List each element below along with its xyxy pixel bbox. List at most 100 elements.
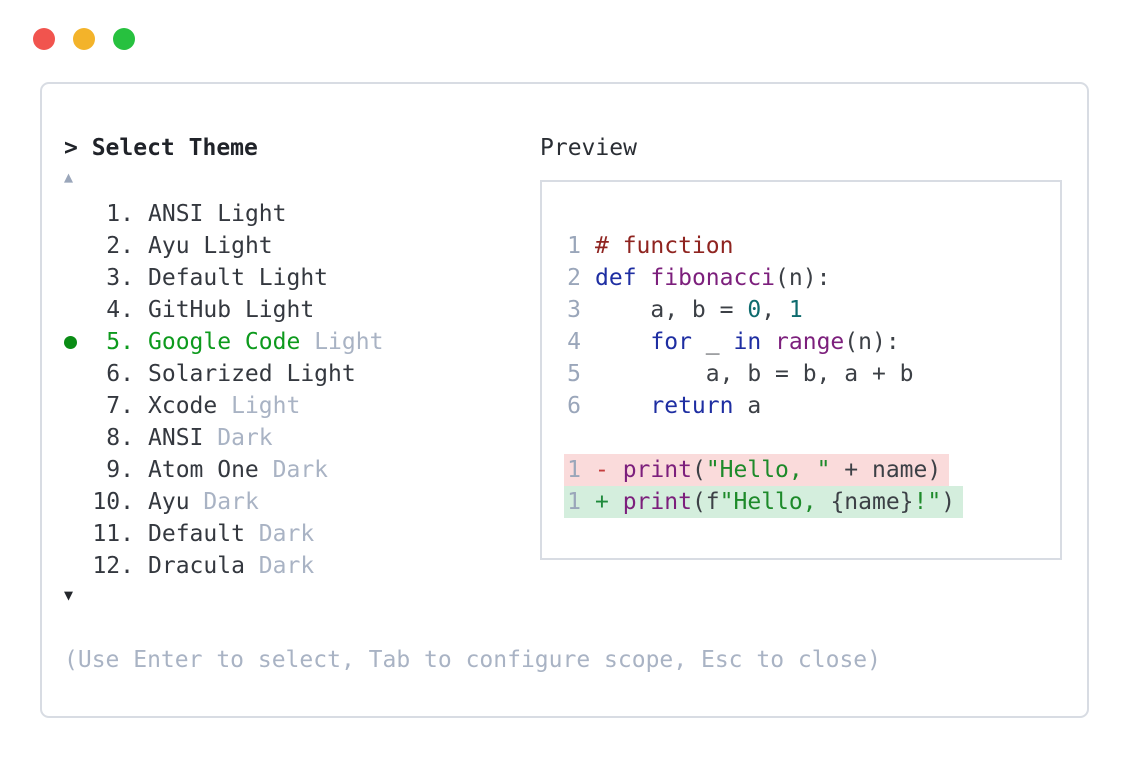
theme-number: 11. — [92, 521, 134, 547]
theme-name: Atom One — [148, 457, 259, 483]
theme-variant: Dark — [272, 457, 329, 483]
theme-name: Solarized — [148, 361, 273, 387]
code-token-function: print — [622, 489, 692, 515]
theme-name: Ayu — [148, 489, 190, 515]
spacer — [231, 294, 245, 326]
theme-option-default-dark[interactable]: 11. Default Dark — [64, 518, 540, 550]
diff-highlight-addition: 1+ print(f"Hello, {name}!") — [564, 486, 964, 518]
code-token-keyword: for — [650, 329, 692, 355]
scroll-down-icon[interactable]: ▼ — [64, 586, 74, 604]
zoom-window-icon[interactable] — [113, 28, 135, 50]
theme-option-ansi-light[interactable]: 1.ANSI Light — [64, 198, 540, 230]
theme-option-ayu-dark[interactable]: 10.Ayu Dark — [64, 486, 540, 518]
spacer — [245, 518, 259, 550]
code-token-function: print — [622, 457, 692, 483]
code-line: 3 a, b = 0, 1 — [567, 294, 1060, 326]
line-number: 4 — [567, 329, 581, 355]
scroll-up-icon[interactable]: ▲ — [64, 168, 74, 186]
theme-variant: Dark — [258, 553, 315, 579]
theme-list-column: > Select Theme ▲ 1.ANSI Light 2.Ayu Ligh… — [64, 132, 540, 608]
line-number: 1 — [567, 233, 581, 259]
line-number: 3 — [567, 297, 581, 323]
close-window-icon[interactable] — [33, 28, 55, 50]
theme-option-solarized-light[interactable]: 6. Solarized Light — [64, 358, 540, 390]
code-token-function: fibonacci — [650, 265, 776, 291]
theme-variant: Dark — [217, 425, 273, 451]
code-token-plain: (n): — [775, 265, 831, 291]
code-token-plain: ) — [941, 489, 956, 515]
theme-name: Default — [148, 521, 245, 547]
theme-number: 6. — [92, 361, 134, 387]
code-token-plain: a — [733, 393, 762, 419]
theme-variant: Light — [244, 297, 315, 323]
selected-bullet-icon — [64, 335, 77, 349]
theme-variant: Dark — [258, 521, 315, 547]
spacer — [259, 454, 273, 486]
line-number: 6 — [567, 393, 581, 419]
blank-line — [567, 422, 1060, 454]
code-token-plain: {name} — [830, 489, 914, 515]
theme-option-github-light[interactable]: 4. GitHub Light — [64, 294, 540, 326]
theme-number: 2. — [92, 233, 134, 259]
theme-number: 5. — [92, 329, 134, 355]
theme-option-xcode-light[interactable]: 7. Xcode Light — [64, 390, 540, 422]
minimize-window-icon[interactable] — [73, 28, 95, 50]
code-line: 5 a, b = b, a + b — [567, 358, 1060, 390]
theme-number: 4. — [92, 297, 134, 323]
theme-option-dracula-dark[interactable]: 12. Dracula Dark — [64, 550, 540, 582]
theme-option-ansi-dark[interactable]: 8. ANSI Dark — [64, 422, 540, 454]
theme-name: ANSI — [148, 425, 204, 451]
theme-option-default-light[interactable]: 3. Default Light — [64, 262, 540, 294]
code-token-keyword: def — [595, 265, 637, 291]
theme-variant: Light — [286, 361, 356, 387]
code-token-plain: a, b = b, a + b — [595, 361, 914, 387]
spacer — [245, 262, 259, 294]
diff-line-addition: 1+ print(f"Hello, {name}!") — [564, 486, 1060, 518]
code-token-plain — [595, 329, 650, 355]
spacer — [203, 198, 217, 230]
code-token-plain: _ — [691, 329, 734, 355]
code-token-keyword: in — [733, 329, 762, 355]
theme-variant: Light — [258, 265, 329, 291]
theme-name: GitHub — [148, 297, 232, 323]
code-line: 1# function — [567, 230, 1060, 262]
code-token-plain: ( — [691, 457, 706, 483]
code-token-string: "Hello, — [719, 489, 831, 515]
theme-name: Default — [148, 265, 245, 291]
line-number: 5 — [567, 361, 581, 387]
theme-number: 3. — [92, 265, 134, 291]
theme-number: 7. — [92, 393, 134, 419]
code-token-plain — [637, 265, 651, 291]
spacer — [217, 390, 231, 422]
spacer — [245, 550, 259, 582]
theme-name: Ayu — [148, 233, 190, 259]
code-line: 6 return a — [567, 390, 1060, 422]
theme-option-atom-one-dark[interactable]: 9. Atom One Dark — [64, 454, 540, 486]
theme-number: 12. — [92, 553, 134, 579]
line-number: 1 — [567, 457, 581, 483]
spacer — [190, 230, 204, 262]
theme-variant: Light — [231, 393, 301, 419]
spacer — [273, 358, 287, 390]
code-token-plain: a, b = — [595, 297, 748, 323]
code-token-plain: , — [761, 297, 789, 323]
theme-name: Xcode — [148, 393, 218, 419]
theme-name: Dracula — [148, 553, 245, 579]
code-token-string: "Hello, " — [705, 457, 831, 483]
theme-variant: Light — [217, 201, 287, 227]
theme-number: 1. — [92, 201, 134, 227]
diff-highlight-deletion: 1- print("Hello, " + name) — [564, 454, 950, 486]
theme-option-google-code-light[interactable]: 5.Google Code Light — [64, 326, 540, 358]
theme-variant: Light — [314, 329, 384, 355]
theme-number: 8. — [92, 425, 134, 451]
line-number: 2 — [567, 265, 581, 291]
selected-bullet-icon — [64, 335, 92, 349]
code-token-plain: (f — [691, 489, 720, 515]
code-token-plain — [761, 329, 775, 355]
theme-option-ayu-light[interactable]: 2.Ayu Light — [64, 230, 540, 262]
theme-number: 9. — [92, 457, 134, 483]
spacer — [203, 422, 217, 454]
spacer — [300, 326, 314, 358]
